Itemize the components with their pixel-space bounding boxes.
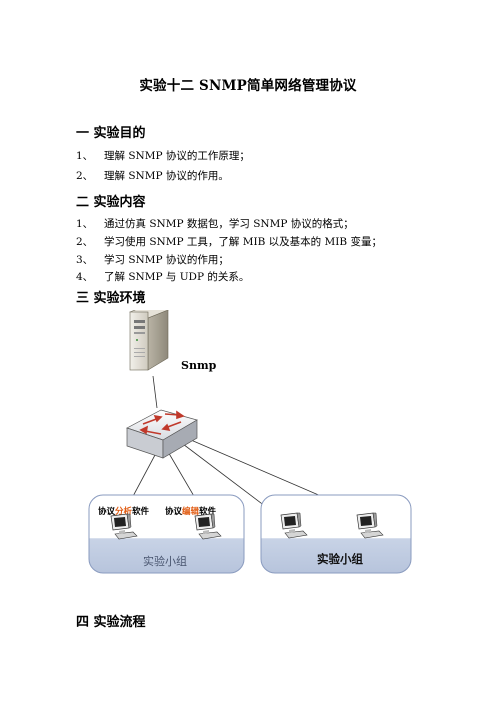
list-item: 2、学习使用 SNMP 工具，了解 MIB 以及基本的 MIB 变量； bbox=[76, 234, 382, 249]
list-item: 2、理解 SNMP 协议的作用。 bbox=[76, 168, 229, 183]
right-group-label: 实验小组 bbox=[317, 552, 363, 566]
pc-icon bbox=[110, 513, 138, 540]
switch-icon bbox=[126, 409, 198, 459]
list-item: 4、了解 SNMP 与 UDP 的关系。 bbox=[76, 269, 249, 284]
list-item: 3、学习 SNMP 协议的作用； bbox=[76, 252, 229, 267]
link-server-switch bbox=[152, 375, 158, 409]
pc-icon bbox=[280, 512, 308, 539]
server-icon bbox=[129, 310, 169, 371]
section-heading-environment: 三 实验环境 bbox=[76, 291, 146, 306]
list-item-text: 了解 SNMP 与 UDP 的关系。 bbox=[104, 271, 250, 283]
list-item-number: 2、 bbox=[76, 236, 94, 248]
list-item-number: 3、 bbox=[76, 254, 94, 266]
pc-icon bbox=[194, 513, 222, 540]
section-heading-objectives: 一 实验目的 bbox=[76, 126, 146, 141]
section-heading-procedure: 四 实验流程 bbox=[76, 615, 146, 630]
server-label: Snmp bbox=[181, 359, 217, 372]
pc-icon bbox=[356, 512, 384, 539]
network-diagram: Snmp 协议分析软件 协议编辑软件 实验小组 实验小组 bbox=[88, 310, 412, 574]
left-group-label: 实验小组 bbox=[143, 554, 187, 568]
pc1-label: 协议分析软件 bbox=[98, 506, 150, 517]
list-item-number: 2、 bbox=[76, 170, 94, 182]
list-item-number: 1、 bbox=[76, 150, 94, 162]
list-item-text: 理解 SNMP 协议的工作原理； bbox=[104, 150, 250, 162]
section-heading-content: 二 实验内容 bbox=[76, 195, 146, 210]
list-item-text: 学习 SNMP 协议的作用； bbox=[104, 254, 229, 266]
list-item: 1、通过仿真 SNMP 数据包，学习 SNMP 协议的格式； bbox=[76, 216, 354, 231]
list-item: 1、理解 SNMP 协议的工作原理； bbox=[76, 148, 250, 163]
list-item-number: 1、 bbox=[76, 218, 94, 230]
document-title: 实验十二 SNMP简单网络管理协议 bbox=[139, 78, 357, 94]
list-item-number: 4、 bbox=[76, 271, 94, 283]
list-item-text: 学习使用 SNMP 工具，了解 MIB 以及基本的 MIB 变量； bbox=[104, 236, 382, 248]
list-item-text: 通过仿真 SNMP 数据包，学习 SNMP 协议的格式； bbox=[104, 218, 354, 230]
switch-arrows-icon bbox=[139, 410, 185, 435]
pc2-label: 协议编辑软件 bbox=[165, 506, 217, 517]
list-item-text: 理解 SNMP 协议的作用。 bbox=[104, 170, 229, 182]
